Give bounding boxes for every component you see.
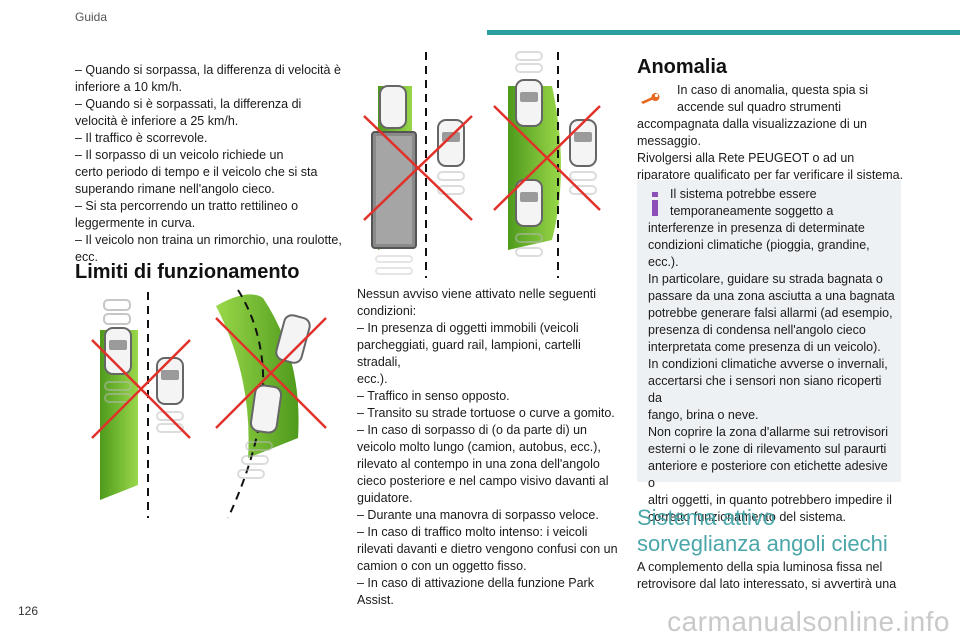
text-line: In condizioni climatiche avverse o inver… xyxy=(648,357,888,371)
text-line: accertarsi che i sensori non siano ricop… xyxy=(648,374,882,405)
text-line: guidatore. xyxy=(357,491,413,505)
text-line: – In caso di attivazione della funzione … xyxy=(357,576,594,590)
illustration-curved-road xyxy=(215,289,327,519)
text-line: rilevato al contempo in una zona dell'an… xyxy=(357,457,600,471)
heading-limits: Limiti di funzionamento xyxy=(75,261,300,283)
text-line: leggermente in curva. xyxy=(75,216,196,230)
text-line: Nessun avviso viene attivato nelle segue… xyxy=(357,287,597,301)
car-ghost xyxy=(103,299,131,325)
text-line: velocità è inferiore a 25 km/h. xyxy=(75,114,239,128)
text-line: ecc.). xyxy=(357,372,388,386)
car-white xyxy=(249,384,283,434)
text-line: In particolare, guidare su strada bagnat… xyxy=(648,272,883,286)
heading-line: Sistema attivo xyxy=(637,505,776,530)
text-line: interpretata come presenza di un veicolo… xyxy=(648,340,881,354)
heading-active-blind-spot: Sistema attivo sorveglianza angoli ciech… xyxy=(637,505,917,557)
col1-text: – Quando si sorpassa, la differenza di v… xyxy=(75,62,343,266)
car-white xyxy=(379,85,407,129)
text-line: camion o con un oggetto fisso. xyxy=(357,559,527,573)
text-line: – Il veicolo non traina un rimorchio, un… xyxy=(75,233,342,247)
anomaly-text: In caso di anomalia, questa spia si acce… xyxy=(637,82,907,184)
car-ghost xyxy=(515,51,543,73)
text-line: Il sistema potrebbe essere xyxy=(670,187,817,201)
text-line: accompagnata dalla visualizzazione di un xyxy=(637,117,868,131)
car-white xyxy=(515,179,543,227)
car-ghost xyxy=(156,411,184,433)
car-white xyxy=(156,357,184,405)
text-line: certo periodo di tempo e il veicolo che … xyxy=(75,165,318,179)
car-white xyxy=(275,314,311,364)
text-line: corretto funzionamento del sistema. xyxy=(648,510,847,524)
text-line: parcheggiati, guard rail, lampioni, cart… xyxy=(357,338,581,369)
heading-anomaly: Anomalia xyxy=(637,56,728,78)
info-icon xyxy=(652,192,658,216)
text-line: – Durante una manovra di sorpasso veloce… xyxy=(357,508,599,522)
text-line: esterni o le zone di rilevamento sul par… xyxy=(648,442,887,456)
car-white xyxy=(104,327,132,375)
text-line: rilevati davanti e dietro vengono confus… xyxy=(357,542,618,556)
wrench-icon xyxy=(637,88,663,110)
text-line: In caso di anomalia, questa spia si xyxy=(677,83,869,97)
illustration-dense-traffic xyxy=(493,51,601,278)
page-number: 126 xyxy=(18,604,39,618)
text-line: condizioni climatiche (pioggia, grandine… xyxy=(648,238,870,252)
text-line: accende sul quadro strumenti xyxy=(677,100,841,114)
text-line: inferiore a 10 km/h. xyxy=(75,80,182,94)
text-line: temporaneamente soggetto a xyxy=(670,204,834,218)
text-line: – In caso di traffico molto intenso: i v… xyxy=(357,525,588,539)
text-line: – Traffico in senso opposto. xyxy=(357,389,510,403)
text-line: – In caso di sorpasso di (o da parte di)… xyxy=(357,423,587,437)
text-line: – Transito su strade tortuose o curve a … xyxy=(357,406,615,420)
text-line: condizioni: xyxy=(357,304,417,318)
text-line: interferenze in presenza di determinate xyxy=(648,221,865,235)
text-line: altri oggetti, in quanto potrebbero impe… xyxy=(648,493,892,507)
text-line: ecc.). xyxy=(648,255,679,269)
section-label: Guida xyxy=(75,10,108,24)
text-line: ecc. xyxy=(75,250,98,264)
text-line: cieco posteriore e nel campo visivo dava… xyxy=(357,474,609,488)
text-line: Assist. xyxy=(357,593,394,607)
cross-line xyxy=(493,105,601,211)
info-box xyxy=(637,180,901,482)
info-text: Il sistema potrebbe essere temporaneamen… xyxy=(648,186,896,526)
illustration-long-vehicle xyxy=(363,52,473,278)
col2-text: Nessun avviso viene attivato nelle segue… xyxy=(357,286,627,609)
text-line: veicolo molto lungo (camion, autobus, ec… xyxy=(357,440,601,454)
header-accent-bar xyxy=(487,30,960,35)
heading-line: sorveglianza angoli ciechi xyxy=(637,531,888,556)
text-line: Non coprire la zona d'allarme sui retrov… xyxy=(648,425,888,439)
text-line: riparatore qualificato per far verificar… xyxy=(637,168,904,182)
text-line: fango, brina o neve. xyxy=(648,408,759,422)
cross-line xyxy=(91,339,191,439)
text-line: – Il sorpasso di un veicolo richiede un xyxy=(75,148,284,162)
active-text: A complemento della spia luminosa fissa … xyxy=(637,559,907,593)
text-line: messaggio. xyxy=(637,134,701,148)
text-line: potrebbe generare falsi allarmi (ad esem… xyxy=(648,306,893,320)
car-ghost xyxy=(237,441,273,479)
text-line: – Quando si è sorpassati, la differenza … xyxy=(75,97,302,111)
text-line: – In presenza di oggetti immobili (veico… xyxy=(357,321,579,335)
text-line: – Il traffico è scorrevole. xyxy=(75,131,208,145)
text-line: retrovisore dal lato interessato, si avv… xyxy=(637,577,897,591)
text-line: presenza di condensa nell'angolo cieco xyxy=(648,323,866,337)
text-line: superando rimane nell'angolo cieco. xyxy=(75,182,275,196)
text-line: Rivolgersi alla Rete PEUGEOT o ad un xyxy=(637,151,855,165)
text-line: – Quando si sorpassa, la differenza di v… xyxy=(75,63,341,77)
illustration-straight-road xyxy=(91,292,191,518)
watermark: carmanualsonline.info xyxy=(667,606,950,637)
text-line: – Si sta percorrendo un tratto rettiline… xyxy=(75,199,299,213)
car-white xyxy=(515,79,543,127)
text-line: anteriore e posteriore con etichette ade… xyxy=(648,459,888,490)
text-line: passare da una zona asciutta a una bagna… xyxy=(648,289,895,303)
car-ghost xyxy=(375,171,465,275)
cross-line xyxy=(215,317,327,429)
text-line: A complemento della spia luminosa fissa … xyxy=(637,560,883,574)
car-white xyxy=(569,119,597,167)
cross-line xyxy=(363,115,473,221)
